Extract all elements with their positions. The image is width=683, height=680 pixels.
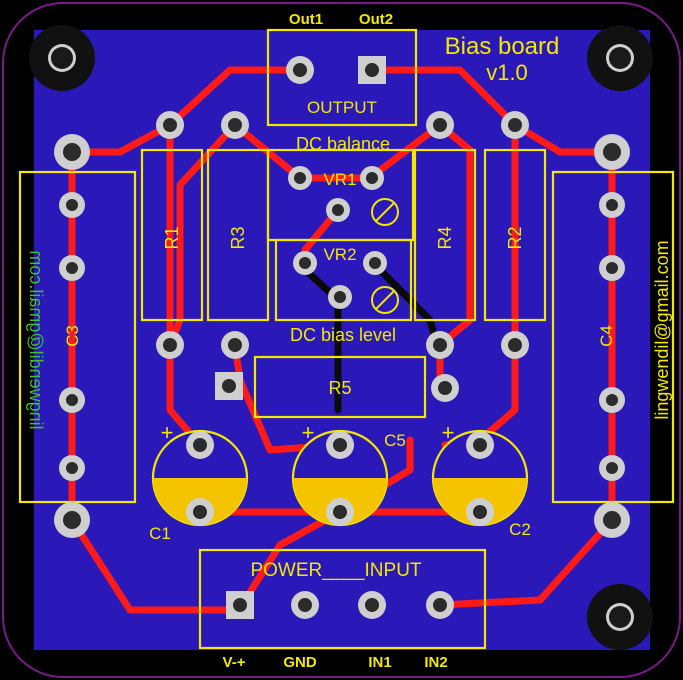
c2-label: C2 bbox=[509, 520, 531, 539]
r4-label: R4 bbox=[435, 226, 455, 249]
c4-label: C4 bbox=[597, 325, 616, 347]
dc-bias-level-label: DC bias level bbox=[290, 325, 396, 345]
dc-balance-label: DC balance bbox=[296, 134, 390, 154]
power-pin-label: IN1 bbox=[368, 654, 391, 671]
c3-outline bbox=[18, 170, 137, 504]
vr1-label: VR1 bbox=[323, 170, 356, 189]
capacitor-c5 bbox=[291, 429, 389, 527]
r5-outline bbox=[253, 355, 427, 419]
mounting-hole-icon bbox=[29, 25, 95, 91]
mounting-hole-icon bbox=[587, 584, 653, 650]
c3-label: C3 bbox=[63, 325, 82, 347]
r2-label: R2 bbox=[505, 226, 525, 249]
c2-plus-sign: + bbox=[442, 420, 455, 445]
r1-label: R1 bbox=[162, 226, 182, 249]
power-pin-label: GND bbox=[283, 654, 317, 671]
mounting-hole-icon bbox=[587, 25, 653, 91]
r1-outline bbox=[140, 148, 204, 322]
power-pin-label: V-+ bbox=[223, 654, 246, 671]
r5-label: R5 bbox=[328, 378, 351, 398]
output-connector-outline bbox=[266, 28, 418, 127]
output-pin-label: Out1 bbox=[289, 11, 323, 28]
trimmer-screw-icon bbox=[371, 198, 399, 226]
vr2-label: VR2 bbox=[323, 245, 356, 264]
output-connector-label: OUTPUT bbox=[307, 98, 377, 117]
r3-label: R3 bbox=[228, 226, 248, 249]
c1-plus-sign: + bbox=[161, 420, 174, 445]
silkscreen bbox=[18, 28, 675, 650]
board-title: Bias board bbox=[445, 33, 560, 60]
pads bbox=[54, 56, 630, 619]
r4-outline bbox=[413, 148, 477, 322]
power-connector-label: POWER____INPUT bbox=[250, 560, 421, 581]
c5-label: C5 bbox=[384, 431, 406, 450]
board-fill bbox=[34, 30, 650, 650]
c4-outline bbox=[551, 170, 675, 504]
right-email-text: lingwendil@gmail.com bbox=[652, 240, 672, 419]
power-pin-label: IN2 bbox=[424, 654, 447, 671]
c1-label: C1 bbox=[149, 524, 171, 543]
c5-plus-sign: + bbox=[302, 420, 315, 445]
power-connector-outline bbox=[198, 548, 487, 650]
left-email-text: lingwendil@gmail.com bbox=[26, 250, 46, 429]
r2-outline bbox=[483, 148, 547, 322]
board-version: v1.0 bbox=[486, 60, 528, 85]
output-pin-label: Out2 bbox=[359, 11, 393, 28]
trimmer-screw-icon bbox=[371, 286, 399, 314]
vr2-outline bbox=[274, 238, 413, 322]
